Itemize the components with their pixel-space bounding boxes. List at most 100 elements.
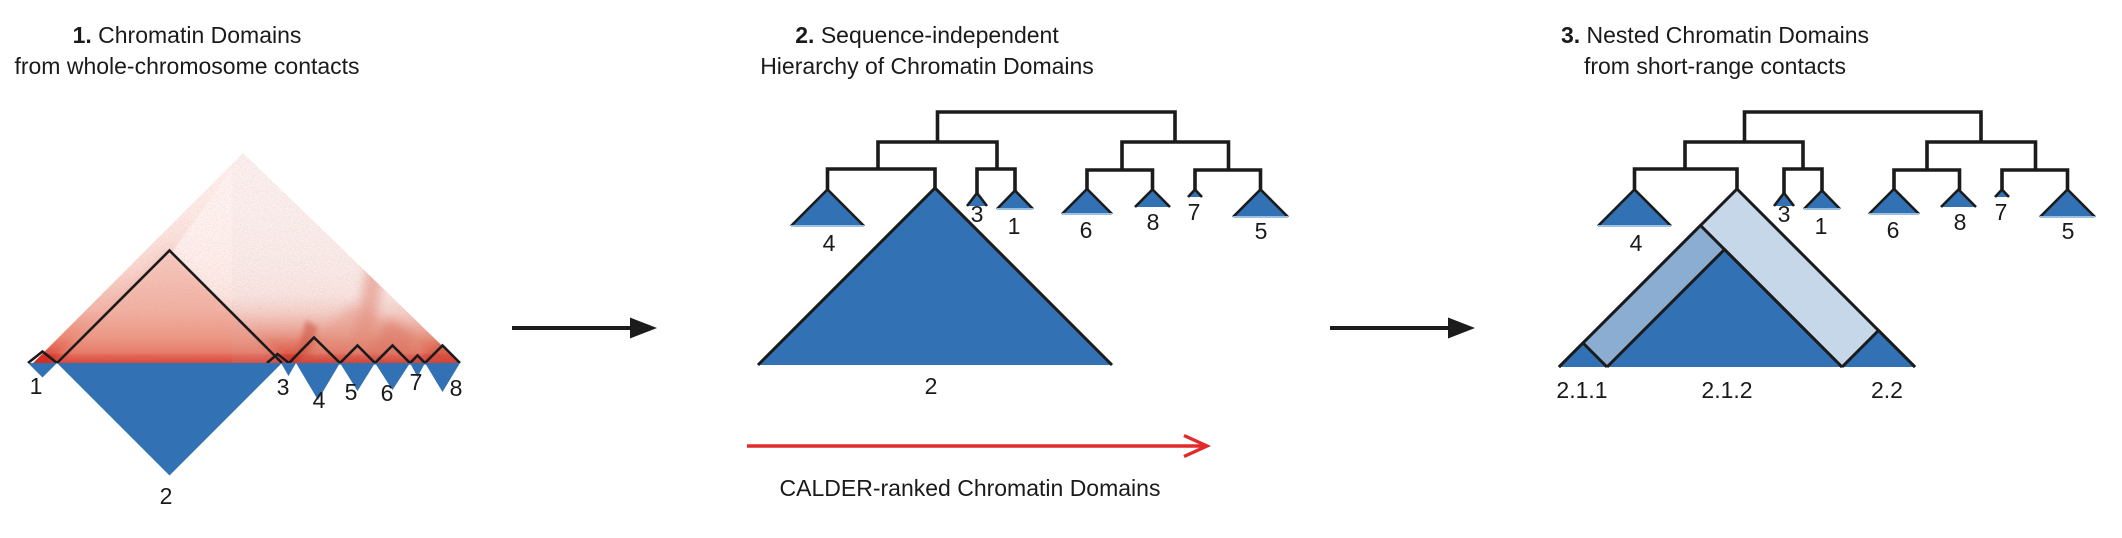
domain3-triangle bbox=[281, 363, 296, 376]
leaf3-label-1: 1 bbox=[1815, 213, 1828, 239]
leaf3-label-3: 3 bbox=[1778, 201, 1791, 227]
leaf3-triangle-7-edge bbox=[1994, 187, 2010, 198]
leaf3-label-7: 7 bbox=[1995, 199, 2008, 225]
domain5-label: 5 bbox=[345, 379, 358, 405]
leaf2-label-7: 7 bbox=[1188, 199, 1201, 225]
arrow-2 bbox=[1330, 317, 1475, 339]
leaf2-triangle-5 bbox=[1233, 189, 1288, 217]
panel2-title-number: 2. bbox=[795, 22, 815, 48]
calder-arrow-head bbox=[1183, 433, 1212, 459]
domain1-label: 1 bbox=[30, 373, 43, 399]
dendro3-node-7-5 bbox=[2000, 168, 2070, 190]
dendro2-node-4-2 bbox=[825, 167, 937, 191]
panel1-title-number: 1. bbox=[72, 22, 92, 48]
arrow-1-head bbox=[630, 317, 657, 339]
domain3-label: 3 bbox=[277, 374, 290, 400]
leaf2-triangle-4 bbox=[791, 189, 864, 226]
nested-domain-2 bbox=[1557, 186, 1917, 369]
leaf2-label-5: 5 bbox=[1255, 218, 1268, 244]
domain8-label: 8 bbox=[450, 375, 463, 401]
leaf3-triangle-8 bbox=[1941, 189, 1976, 207]
domain2-triangle bbox=[57, 363, 282, 476]
panel1-hic-heatmap: 1 2 3 4 5 6 7 8 bbox=[27, 153, 463, 509]
dendro3-root bbox=[1742, 110, 1983, 142]
panel3-dendrogram: 4 3 1 6 8 7 5 2.1.1 2.1.2 2.2 bbox=[1556, 110, 2096, 403]
nested-2-2 bbox=[1842, 330, 1915, 367]
domain7-triangle bbox=[410, 363, 425, 377]
nested-2-2-edge bbox=[1840, 328, 1917, 369]
leaf3-triangle-6-edge bbox=[1868, 187, 1920, 215]
panel2-title: 2. Sequence-independent Hierarchy of Chr… bbox=[647, 20, 1207, 82]
dendro2-left bbox=[876, 140, 999, 169]
nested-2-1-1 bbox=[1559, 343, 1607, 367]
dendro2-node-3-1 bbox=[975, 167, 1017, 194]
domain4-label: 4 bbox=[313, 387, 326, 413]
nested-2-1-2 bbox=[1607, 249, 1842, 367]
leaf3-label-5: 5 bbox=[2062, 218, 2075, 244]
leaf3-triangle-1 bbox=[1804, 190, 1840, 209]
leaf2-triangle-1 bbox=[997, 190, 1033, 209]
dendro3-left bbox=[1683, 140, 1805, 169]
dendro2-root bbox=[935, 110, 1177, 142]
domain8-triangle bbox=[425, 363, 460, 392]
dendro2-node-6-8 bbox=[1085, 168, 1155, 190]
leaf3-label-4: 4 bbox=[1630, 230, 1643, 256]
calder-arrow-label: CALDER-ranked Chromatin Domains bbox=[780, 475, 1161, 501]
panel3-title: 3. Nested Chromatin Domains from short-r… bbox=[1435, 20, 1995, 82]
heatmap-grey-speckle bbox=[243, 153, 460, 363]
leaf3-triangle-6 bbox=[1869, 189, 1919, 214]
domain1-outline bbox=[27, 349, 58, 365]
leaf2-triangle-4-edge bbox=[790, 187, 865, 227]
panel3-title-line2: from short-range contacts bbox=[1583, 53, 1847, 79]
domain2-outline bbox=[56, 248, 283, 364]
leaf2-label-2: 2 bbox=[925, 373, 938, 399]
panel1-title-line2: from whole-chromosome contacts bbox=[14, 53, 360, 79]
panel3-title-number: 3. bbox=[1560, 22, 1581, 48]
nested-2-1-1-edge bbox=[1557, 340, 1609, 369]
dendro3-node-4-2 bbox=[1632, 167, 1739, 191]
leaf2-triangle-6-edge bbox=[1061, 187, 1113, 215]
panel1-title-line1: 1. Chromatin Domains bbox=[72, 22, 302, 48]
panel2-title-line2: Hierarchy of Chromatin Domains bbox=[760, 53, 1094, 79]
leaf3-triangle-4-edge bbox=[1597, 187, 1672, 227]
leaf2-label-4: 4 bbox=[823, 230, 836, 256]
dendro3-right bbox=[1925, 140, 2038, 170]
arrow-2-head bbox=[1448, 317, 1475, 339]
dendro2-node-7-5 bbox=[1193, 168, 1263, 190]
calder-arrow: CALDER-ranked Chromatin Domains bbox=[747, 433, 1212, 501]
arrow-1 bbox=[512, 317, 657, 339]
leaf2-triangle-2 bbox=[758, 188, 1112, 365]
leaf2-triangle-3 bbox=[967, 193, 987, 206]
nested-label-2-1-2: 2.1.2 bbox=[1701, 377, 1752, 403]
panel2-dendrogram: 4 2 3 1 6 8 7 5 bbox=[756, 110, 1289, 399]
leaf2-triangle-2-edge bbox=[756, 185, 1114, 367]
leaf2-triangle-8 bbox=[1135, 189, 1170, 207]
nested-2-1-2-edge bbox=[1605, 247, 1844, 369]
leaf2-triangle-3-edge bbox=[965, 190, 989, 207]
panel2-title-line1: 2. Sequence-independent bbox=[795, 22, 1059, 48]
leaf2-label-6: 6 bbox=[1080, 217, 1093, 243]
panel3-title-line1: 3. Nested Chromatin Domains bbox=[1560, 22, 1870, 48]
leaf3-triangle-8-edge bbox=[1940, 187, 1977, 208]
dendro2-right bbox=[1120, 140, 1231, 170]
leaf3-label-8: 8 bbox=[1954, 209, 1967, 235]
dendro3-node-3-1 bbox=[1782, 167, 1824, 194]
domain7-label: 7 bbox=[410, 369, 423, 395]
leaf2-triangle-6 bbox=[1062, 189, 1112, 214]
panel1-title: 1. Chromatin Domains from whole-chromoso… bbox=[0, 20, 467, 82]
dendro3-node-6-8 bbox=[1892, 168, 1962, 190]
leaf2-triangle-1-edge bbox=[996, 188, 1034, 210]
leaf3-triangle-5 bbox=[2040, 189, 2095, 217]
leaf2-triangle-8-edge bbox=[1134, 187, 1171, 208]
nested-label-2-1-1: 2.1.1 bbox=[1556, 377, 1607, 403]
leaf3-triangle-5-edge bbox=[2039, 187, 2096, 218]
leaf2-label-1: 1 bbox=[1008, 213, 1021, 239]
nested-label-2-2: 2.2 bbox=[1871, 377, 1903, 403]
domain2-label: 2 bbox=[160, 483, 173, 509]
domain5-triangle bbox=[340, 363, 375, 391]
leaf3-triangle-1-edge bbox=[1803, 188, 1841, 210]
domain6-label: 6 bbox=[381, 380, 394, 406]
domain6-triangle bbox=[375, 363, 410, 390]
